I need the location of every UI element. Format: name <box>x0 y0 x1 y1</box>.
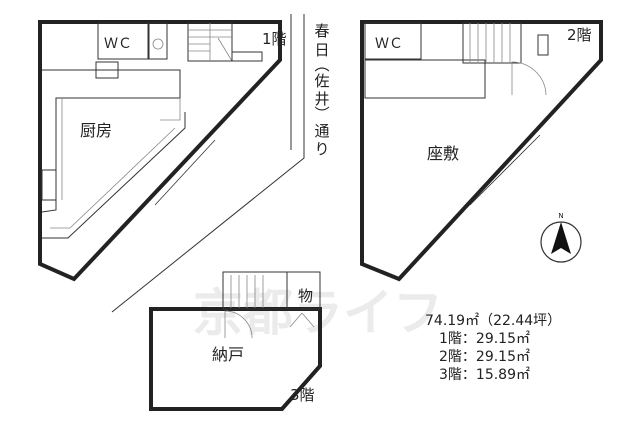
compass-needle <box>551 222 571 254</box>
street-char: り <box>314 140 329 158</box>
second-floor-window <box>469 134 541 206</box>
counter-inner-edge <box>50 127 176 229</box>
kitchen-label: 厨房 <box>80 121 112 140</box>
street-edge-line <box>111 14 305 313</box>
door-swing-icon <box>511 61 547 96</box>
area-summary: 74.19㎡（22.44坪） 1階：29.15㎡ 2階：29.15㎡ 3階：15… <box>425 313 561 383</box>
third-floor-closet <box>286 271 321 310</box>
storage-room-label: 納戸 <box>212 345 244 364</box>
street-char: 井 <box>314 90 329 108</box>
first-floor-outline <box>38 20 282 282</box>
second-floor-hall <box>364 59 486 99</box>
second-floor-stairs <box>462 22 522 64</box>
counter-edge <box>61 98 181 200</box>
floor3-area: 3階：15.89㎡ <box>439 367 530 383</box>
third-floor-door-swing-icon <box>224 310 253 339</box>
street-char: 佐 <box>314 72 329 90</box>
kitchen-counter-diagonal <box>42 112 186 239</box>
total-area: 74.19㎡（22.44坪） <box>425 313 561 329</box>
street-char: 通 <box>314 122 329 140</box>
first-floor-washbasin <box>148 22 168 60</box>
second-floor-wc <box>364 22 422 60</box>
third-floor-plan: 物 納戸 3階 <box>149 271 322 411</box>
street-char: 日 <box>314 41 329 59</box>
street-char: ︵ <box>314 56 329 74</box>
second-floor-label: 2階 <box>567 26 592 44</box>
floor2-area: 2階：29.15㎡ <box>439 349 530 365</box>
closet-label: 物 <box>298 287 313 305</box>
second-floor-outline <box>360 20 603 282</box>
fridge-icon <box>41 169 57 201</box>
stairs-steps <box>188 23 233 62</box>
first-floor-wc-label: ＷＣ <box>104 36 132 52</box>
kitchen-counter-upper <box>41 69 181 213</box>
compass-north-label: N <box>558 212 563 220</box>
door-frame <box>537 34 549 56</box>
washbasin-bowl-icon <box>152 38 164 50</box>
stairs-steps <box>230 275 264 308</box>
tatami-room-label: 座敷 <box>427 144 459 163</box>
first-floor-label: 1階 <box>262 30 287 48</box>
first-floor-wc <box>97 22 149 60</box>
second-floor-wc-label: ＷＣ <box>375 36 403 52</box>
street-char: ︶ <box>314 105 329 123</box>
first-floor-plan: 1階 ＷＣ 厨房 <box>38 20 287 282</box>
third-floor-label: 3階 <box>290 386 315 404</box>
stair-landing <box>231 51 263 62</box>
floor1-area: 1階：29.15㎡ <box>439 331 530 347</box>
first-floor-window <box>154 139 216 206</box>
street-name: 春 日 ︵ 佐 井 ︶ 通 り <box>314 22 329 158</box>
second-floor-plan: 2階 ＷＣ 座敷 <box>360 20 603 282</box>
street-char: 春 <box>314 22 329 40</box>
compass-icon: N <box>540 212 582 263</box>
stairs-steps <box>469 23 511 63</box>
closet-door-icon <box>289 312 315 328</box>
sink-icon <box>95 61 119 79</box>
